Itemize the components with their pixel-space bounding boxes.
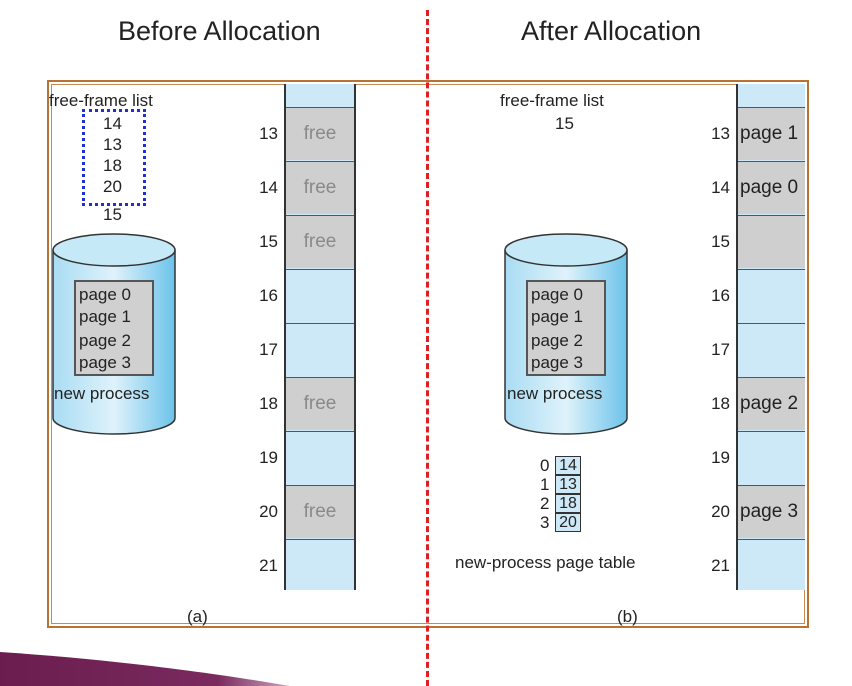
physical-memory-column-left: free free free free free [284, 84, 356, 590]
frame-content: free [303, 177, 337, 198]
disk-page-label: page 1 [79, 307, 131, 326]
frame-number: 18 [259, 394, 278, 413]
free-frame-list-label-left: free-frame list [49, 91, 153, 110]
frame-number: 13 [711, 124, 730, 143]
page-table-index: 3 [540, 513, 550, 532]
memory-frame: free [286, 161, 354, 214]
after-allocation-heading: After Allocation [521, 16, 702, 46]
page-table-index: 0 [540, 456, 550, 475]
caption-b: (b) [617, 607, 638, 626]
disk-label: new process [54, 384, 150, 403]
free-frame-item: 15 [103, 205, 122, 224]
frame-number: 14 [259, 178, 278, 197]
frame-content: free [303, 501, 337, 522]
frame-number: 16 [259, 286, 278, 305]
frame-number: 15 [711, 232, 730, 251]
frame-number: 20 [259, 502, 278, 521]
memory-frame [738, 215, 805, 268]
free-frame-item: 13 [103, 135, 122, 154]
memory-frame [738, 539, 805, 592]
frame-number: 13 [259, 124, 278, 143]
page-table-index: 2 [540, 494, 550, 513]
disk-page-label: page 1 [531, 307, 583, 326]
memory-frame [738, 269, 805, 322]
disk-page-label: page 3 [531, 353, 583, 372]
disk-pages-box [74, 280, 154, 376]
page-table-entry: 20 [555, 513, 581, 532]
frame-number: 21 [711, 556, 730, 575]
frame-number: 18 [711, 394, 730, 413]
divider-line [426, 10, 429, 686]
free-frame-item: 14 [103, 114, 122, 133]
memory-frame [286, 539, 354, 592]
before-allocation-heading: Before Allocation [118, 16, 321, 46]
frame-content: page 3 [740, 501, 799, 522]
page-table-entry: 13 [555, 475, 581, 494]
page-table-index: 1 [540, 475, 550, 494]
page-table-entry: 18 [555, 494, 581, 513]
frame-content: free [303, 123, 337, 144]
decorative-accent-bar [0, 652, 290, 686]
free-frame-list-label-right: free-frame list [500, 91, 604, 110]
memory-frame [286, 269, 354, 322]
page-table-entry: 14 [555, 456, 581, 475]
memory-frame: free [286, 377, 354, 430]
frame-content: page 1 [740, 123, 799, 144]
frame-content: page 0 [740, 177, 799, 198]
memory-frame [738, 323, 805, 376]
frame-number: 19 [259, 448, 278, 467]
disk-label: new process [507, 384, 603, 403]
disk-page-label: page 2 [531, 331, 583, 350]
memory-frame: free [286, 485, 354, 538]
frame-content: free [303, 393, 337, 414]
frame-number: 15 [259, 232, 278, 251]
page-table-label: new-process page table [455, 553, 636, 572]
memory-frame [738, 431, 805, 484]
memory-frame [286, 431, 354, 484]
disk-page-label: page 0 [531, 285, 583, 304]
free-frame-highlight-box [82, 109, 146, 206]
disk-page-label: page 2 [79, 331, 131, 350]
free-frame-item: 18 [103, 156, 122, 175]
disk-pages-box [526, 280, 606, 376]
memory-frame [286, 323, 354, 376]
frame-number: 21 [259, 556, 278, 575]
free-frame-item: 15 [555, 114, 574, 133]
frame-number: 19 [711, 448, 730, 467]
frame-number: 17 [259, 340, 278, 359]
frame-number: 16 [711, 286, 730, 305]
physical-memory-column-right: page 1 page 0 page 2 page 3 [736, 84, 805, 590]
caption-a: (a) [187, 607, 208, 626]
memory-frame: free [286, 107, 354, 160]
disk-page-label: page 3 [79, 353, 131, 372]
memory-frame: page 0 [738, 161, 805, 214]
free-frame-item: 20 [103, 177, 122, 196]
frame-number: 14 [711, 178, 730, 197]
memory-frame: page 1 [738, 107, 805, 160]
memory-frame: page 3 [738, 485, 805, 538]
disk-page-label: page 0 [79, 285, 131, 304]
frame-content: page 2 [740, 393, 799, 414]
frame-number: 20 [711, 502, 730, 521]
frame-number: 17 [711, 340, 730, 359]
memory-frame: free [286, 215, 354, 268]
frame-content: free [303, 231, 337, 252]
memory-frame: page 2 [738, 377, 805, 430]
